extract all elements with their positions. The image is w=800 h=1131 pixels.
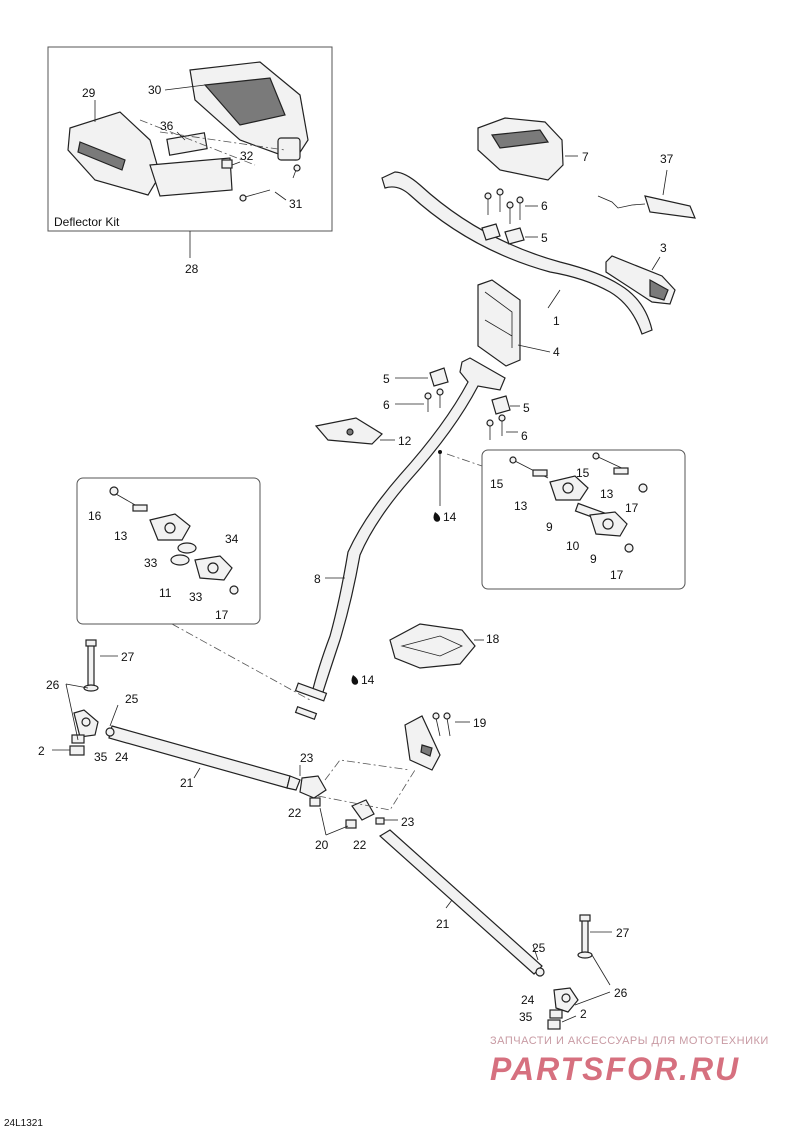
callout-22b: 22 bbox=[353, 838, 367, 852]
callout-20: 20 bbox=[315, 838, 329, 852]
callout-4: 4 bbox=[553, 345, 560, 359]
deflector-right-part bbox=[189, 61, 309, 161]
sticker-part bbox=[166, 132, 208, 156]
callout-37: 37 bbox=[660, 152, 674, 166]
callout-9b: 9 bbox=[590, 552, 597, 566]
heater-wire-part bbox=[597, 195, 696, 219]
callout-6c: 6 bbox=[521, 429, 528, 443]
callout-18: 18 bbox=[486, 632, 500, 646]
tie-rod-end-left-part bbox=[69, 639, 99, 756]
callout-17a: 17 bbox=[625, 501, 639, 515]
pitman-bracket-part bbox=[404, 712, 451, 771]
callout-26a: 26 bbox=[46, 678, 60, 692]
callout-13a: 13 bbox=[600, 487, 614, 501]
callout-27b: 27 bbox=[616, 926, 630, 940]
callout-35a: 35 bbox=[94, 750, 108, 764]
callout-26b: 26 bbox=[614, 986, 628, 1000]
callout-2a: 2 bbox=[38, 744, 45, 758]
callout-10: 10 bbox=[566, 539, 580, 553]
grip-part bbox=[605, 255, 676, 305]
callout-22a: 22 bbox=[288, 806, 302, 820]
plate-part bbox=[314, 417, 383, 445]
tie-rod-end-right-part bbox=[547, 914, 593, 1030]
handlebar-part bbox=[381, 171, 653, 335]
callout-31: 31 bbox=[289, 197, 303, 211]
watermark-brand: PARTSFOR.RU bbox=[490, 1051, 740, 1087]
bushing-left-parts bbox=[109, 486, 239, 595]
callout-13b: 13 bbox=[514, 499, 528, 513]
callout-30: 30 bbox=[148, 83, 162, 97]
callout-7: 7 bbox=[582, 150, 589, 164]
boot-cover-part bbox=[389, 623, 476, 669]
callout-13c: 13 bbox=[114, 529, 128, 543]
callout-6a: 6 bbox=[541, 199, 548, 213]
handlebar-cover-part bbox=[477, 117, 564, 181]
callout-33a: 33 bbox=[144, 556, 158, 570]
callout-25b: 25 bbox=[532, 941, 546, 955]
callout-33b: 33 bbox=[189, 590, 203, 604]
callout-5b: 5 bbox=[383, 372, 390, 386]
callout-34: 34 bbox=[225, 532, 239, 546]
callout-19: 19 bbox=[473, 716, 487, 730]
tie-rod-lower-part bbox=[378, 829, 545, 977]
callout-14b: 14 bbox=[361, 673, 375, 687]
column-clamps-part bbox=[424, 367, 511, 440]
steering-column-part bbox=[294, 357, 506, 721]
callout-15b: 15 bbox=[490, 477, 504, 491]
callout-24a: 24 bbox=[115, 750, 129, 764]
callout-6b: 6 bbox=[383, 398, 390, 412]
callout-36: 36 bbox=[160, 119, 174, 133]
callout-2b: 2 bbox=[580, 1007, 587, 1021]
callout-12: 12 bbox=[398, 434, 412, 448]
callout-17c: 17 bbox=[215, 608, 229, 622]
screw-nut-parts bbox=[221, 159, 301, 202]
callout-9a: 9 bbox=[546, 520, 553, 534]
callout-3: 3 bbox=[660, 241, 667, 255]
tie-rod-upper-part bbox=[105, 725, 301, 791]
callout-1: 1 bbox=[553, 314, 560, 328]
screws-top-part bbox=[484, 188, 524, 224]
clamps-top-part bbox=[481, 223, 525, 245]
callout-35b: 35 bbox=[519, 1010, 533, 1024]
callout-32: 32 bbox=[240, 149, 254, 163]
callout-11: 11 bbox=[159, 586, 172, 600]
callout-8: 8 bbox=[314, 572, 321, 586]
callout-16: 16 bbox=[88, 509, 102, 523]
callout-27a: 27 bbox=[121, 650, 135, 664]
callout-25a: 25 bbox=[125, 692, 139, 706]
callout-17b: 17 bbox=[610, 568, 624, 582]
callout-5a: 5 bbox=[541, 231, 548, 245]
deflector-kit-title: Deflector Kit bbox=[54, 215, 120, 229]
callout-21a: 21 bbox=[180, 776, 194, 790]
bearing-right-parts bbox=[509, 452, 648, 553]
watermark-tagline: ЗАПЧАСТИ И АКСЕССУАРЫ ДЛЯ МОТОТЕХНИКИ bbox=[490, 1035, 769, 1047]
bushing-detail-frame bbox=[76, 477, 261, 625]
bearing-detail-frame bbox=[481, 449, 686, 590]
center-link-part bbox=[299, 775, 385, 829]
callout-23a: 23 bbox=[300, 751, 314, 765]
callout-24b: 24 bbox=[521, 993, 535, 1007]
deflector-left-part bbox=[67, 111, 233, 197]
callout-15a: 15 bbox=[576, 466, 590, 480]
callout-29: 29 bbox=[82, 86, 96, 100]
callout-28: 28 bbox=[185, 262, 199, 276]
callout-14a: 14 bbox=[443, 510, 457, 524]
callout-21b: 21 bbox=[436, 917, 450, 931]
callout-23b: 23 bbox=[401, 815, 415, 829]
diagram-reference: 24L1321 bbox=[4, 1118, 43, 1129]
riser-block-part bbox=[477, 279, 521, 367]
callout-5c: 5 bbox=[523, 401, 530, 415]
